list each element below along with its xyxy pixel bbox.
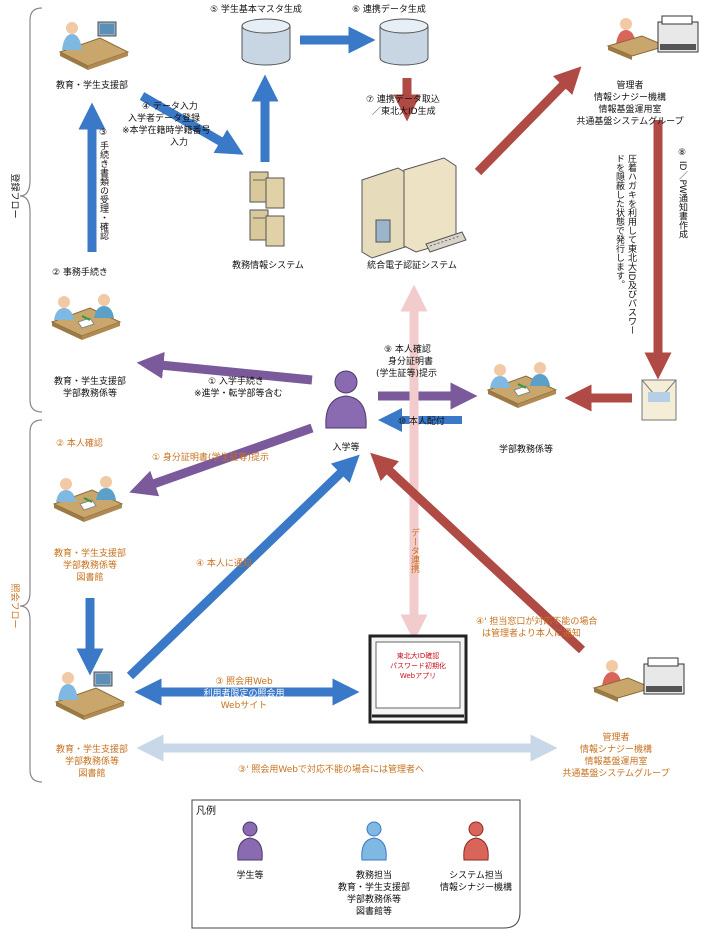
- step9-line3: (学生証等)提示: [376, 367, 437, 379]
- legend-box: 凡例 学生等 教務担当 教育・学生支援部 学部教務係等 図書館等 システム担当 …: [191, 799, 521, 929]
- database-icon-link: [379, 18, 429, 66]
- monitor-line1: 東北大ID確認: [397, 651, 439, 660]
- inq4p-line2: は管理者より本人に通知: [482, 627, 581, 639]
- legend-staff-icon: [361, 821, 387, 861]
- step7-line1: ⑦ 連携データ取込: [366, 93, 440, 105]
- step2-label: ② 事務手続き: [52, 266, 108, 278]
- staff-desk-icon-bottom: [55, 671, 125, 721]
- admin-bottom-line2: 情報シナジー機構: [580, 743, 652, 755]
- registration-flow-label: 登録フロー: [9, 173, 21, 218]
- arrow-to-admin: [474, 66, 582, 176]
- data-link-label: データ連携: [409, 527, 420, 574]
- step7-line2: ／東北大ID生成: [372, 105, 436, 117]
- admin-printer-icon-bottom: [593, 657, 685, 703]
- staff-counter-icon-mid: [51, 293, 121, 341]
- kyoiku-mid-line2: 学部教務係等: [63, 387, 117, 399]
- kyoiku-top-label: 教育・学生支援部: [56, 79, 128, 91]
- admin-bottom-line4: 共通基盤システムグループ: [562, 767, 669, 779]
- inq2-label: ② 本人確認: [56, 437, 103, 449]
- step9-line1: ⑨ 本人確認: [384, 343, 431, 355]
- step8-line2: 圧着ハガキを利用して東北大ID及びパスワー: [626, 154, 637, 335]
- inq3-line3: Webサイト: [221, 700, 268, 711]
- legend-sysadmin-line1: システム担当: [449, 869, 503, 881]
- gakubu-kyomu-label: 学部教務係等: [499, 443, 553, 455]
- inq-staff-line1: 教育・学生支援部: [54, 547, 126, 559]
- legend-student-label: 学生等: [236, 869, 263, 881]
- monitor-line2: パスワード初期化: [390, 661, 446, 670]
- inq1-label: ① 身分証明書(学生証等)提示: [152, 451, 269, 463]
- legend-title: 凡例: [196, 804, 216, 817]
- step8-line1: ⑧ ID／PW通知書作成: [677, 148, 688, 240]
- admin-top-line1: 管理者: [616, 79, 643, 91]
- inq3-line1: ③ 照会用Web: [215, 675, 273, 687]
- inq-staff-line2: 学部教務係等: [63, 559, 117, 571]
- step9-line2: 身分証明書: [388, 355, 433, 367]
- inq3-line2: 利用者限定の照会用: [203, 687, 284, 699]
- legend-staff-line3: 学部教務係等: [347, 893, 401, 905]
- staff-desk-icon-top: [59, 21, 129, 71]
- envelope-icon: [641, 379, 677, 421]
- database-icon-master: [241, 18, 291, 66]
- legend-sysadmin-line2: 情報シナジー機構: [440, 881, 512, 893]
- admin-top-line4: 共通基盤システムグループ: [576, 115, 683, 127]
- server-icon-kyomu: [249, 171, 285, 247]
- step4-line2: 入学者データ登録: [128, 112, 200, 124]
- step3-label: ③ 手続き書類の受理・確認: [98, 128, 109, 241]
- legend-staff-line1: 教務担当: [356, 869, 392, 881]
- server-icon-ninsho: [361, 157, 467, 259]
- step4-line1: ④ データ入力: [142, 100, 198, 112]
- step6-label: ⑥ 連携データ生成: [352, 3, 426, 15]
- arrow-step4: [139, 92, 244, 155]
- inq-staff-bottom-line3: 図書館: [78, 767, 105, 779]
- staff-counter-icon-gakubu: [487, 361, 557, 409]
- arrow-inq4: [126, 454, 360, 680]
- kyomu-system-label: 教務情報システム: [232, 259, 304, 271]
- kyoiku-mid-line1: 教育・学生支援部: [54, 375, 126, 387]
- inq4-label: ④ 本人に通知: [196, 557, 252, 569]
- step5-label: ⑤ 学生基本マスタ生成: [210, 3, 302, 15]
- arrow-inq1: [129, 423, 314, 497]
- step1-line1: ① 入学手続き: [208, 375, 264, 387]
- inquiry-bracket: [19, 419, 43, 783]
- admin-printer-icon-top: [607, 15, 699, 61]
- inq-staff-bottom-line2: 学部教務係等: [65, 755, 119, 767]
- student-icon: [325, 370, 367, 429]
- monitor-line3: Webアプリ: [400, 672, 436, 680]
- step4-line4: 入力: [170, 136, 188, 148]
- legend-sysadmin-icon: [463, 821, 489, 861]
- step1-line2: ※進学・転学部等含む: [194, 387, 283, 399]
- inq4p-line1: ④' 担当窓口が対応不能の場合: [476, 615, 597, 627]
- admin-top-line2: 情報シナジー機構: [594, 91, 666, 103]
- admin-bottom-line3: 情報基盤運用室: [584, 755, 647, 767]
- arrow-step1: [136, 351, 313, 385]
- ninsho-system-label: 統合電子認証システム: [367, 259, 457, 271]
- inq3p-label: ③' 照会用Webで対応不能の場合には管理者へ: [238, 763, 424, 775]
- inquiry-flow-label: 照会フロー: [9, 583, 21, 628]
- admin-top-line3: 情報基盤運用室: [598, 103, 661, 115]
- step4-line3: ※本学在籍時学籍番号: [122, 124, 211, 136]
- monitor-icon: [368, 634, 468, 724]
- admin-bottom-line1: 管理者: [602, 731, 629, 743]
- staff-counter-icon-inquiry: [53, 475, 123, 523]
- legend-staff-line2: 教育・学生支援部: [338, 881, 410, 893]
- student-label: 入学等: [332, 441, 359, 453]
- inq-staff-bottom-line1: 教育・学生支援部: [56, 743, 128, 755]
- legend-staff-line4: 図書館等: [356, 905, 392, 917]
- arrow-inq4p: [370, 452, 586, 654]
- step10-label: ⑩ 本人配付: [398, 415, 445, 427]
- inq-staff-line3: 図書館: [76, 571, 103, 583]
- registration-bracket: [19, 7, 43, 413]
- legend-student-icon: [237, 821, 263, 861]
- step8-line3: ドを隠蔽した状態で発行します。: [614, 154, 625, 289]
